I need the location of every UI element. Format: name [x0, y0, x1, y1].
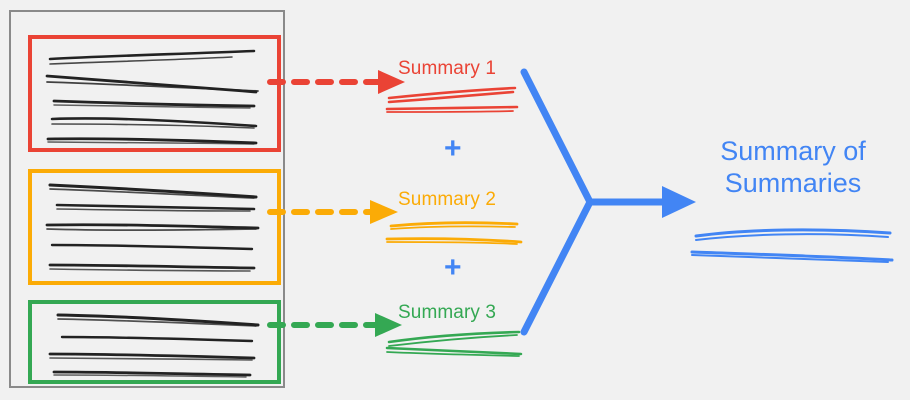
- merge-arrow: [520, 68, 696, 336]
- document-group-amber[interactable]: [28, 169, 281, 285]
- summary-3-label: Summary 3: [398, 302, 497, 323]
- text-lines-red: [45, 49, 259, 145]
- document-group-green[interactable]: [28, 300, 281, 384]
- summary-1-label: Summary 1: [398, 58, 497, 79]
- dashed-arrow-3: [267, 313, 402, 337]
- dashed-connector-group: [267, 70, 405, 337]
- summary-2-label: Summary 2: [398, 189, 497, 210]
- merge-arrow-head: [662, 186, 696, 218]
- summary-3-underline: [385, 330, 523, 357]
- source-document-container: [9, 10, 285, 388]
- dashed-arrow-1: [267, 70, 405, 94]
- plus-operator-1: +: [444, 132, 462, 165]
- summary-2-underline: [385, 221, 523, 245]
- summary-1-underline: [385, 86, 519, 113]
- final-output-title: Summary of Summaries: [685, 136, 901, 200]
- final-output-underline: [690, 228, 894, 263]
- final-output-line-1: Summary of: [720, 136, 866, 166]
- plus-operator-2: +: [444, 251, 462, 284]
- text-lines-green: [48, 313, 260, 378]
- text-lines-amber: [45, 183, 260, 272]
- final-output-line-2: Summaries: [724, 167, 862, 198]
- dashed-arrow-2: [267, 200, 398, 224]
- document-group-red[interactable]: [28, 35, 281, 152]
